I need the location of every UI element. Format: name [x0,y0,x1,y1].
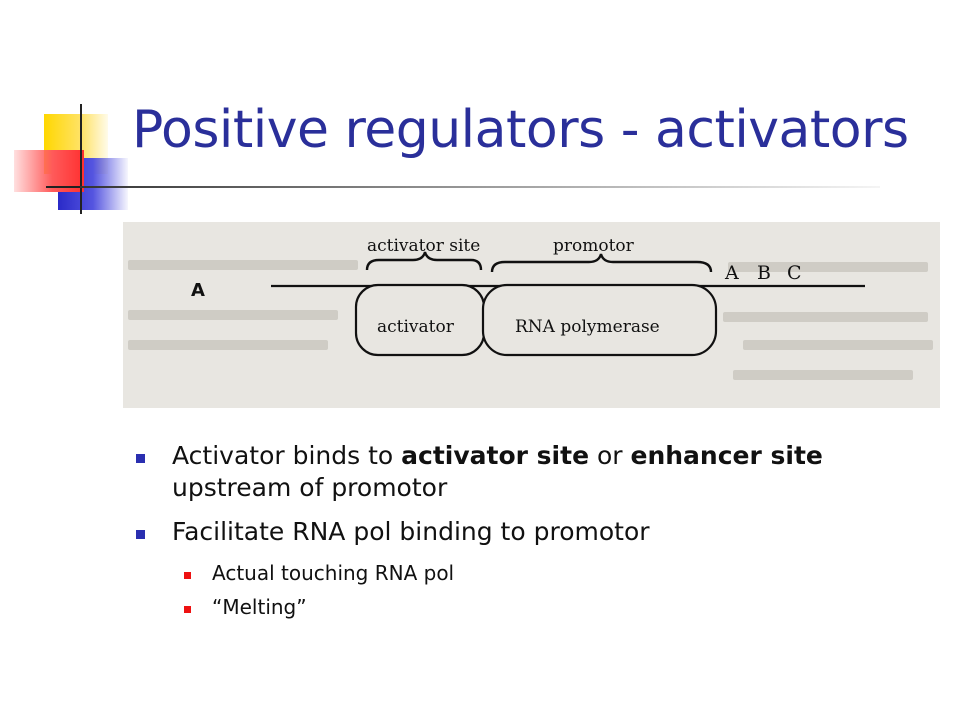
sub-bullet-text: “Melting” [212,595,307,619]
bullet-bold-term: enhancer site [630,441,823,470]
bullet-marker [136,530,145,539]
vertical-rule-decoration [80,104,82,214]
bullet-text-part: Activator binds to [172,441,402,470]
panel-label: A [191,280,205,301]
rna-polymerase-box [481,283,718,357]
sub-bullet-marker [184,572,191,579]
gene-label-b: B [757,262,771,284]
promotor-brace [490,253,713,273]
bullet-list: Activator binds to activator site or enh… [136,440,936,628]
gene-label-a: A [724,262,739,284]
activator-box-label: activator [377,317,455,337]
activator-site-label: activator site [367,236,480,256]
activator-diagram: A activator site promotor A B C activato… [123,222,940,408]
slide-corner-decoration [0,0,140,230]
rna-polymerase-box-label: RNA polymerase [515,317,660,337]
activator-site-brace [365,251,483,271]
title-underline [80,186,880,188]
sub-bullet-text: Actual touching RNA pol [212,561,455,585]
bullet-bold-term: activator site [401,441,590,470]
bullet-text: Facilitate RNA pol binding to promotor [172,517,650,546]
bullet-item: Activator binds to activator site or enh… [136,440,936,504]
bullet-item: Facilitate RNA pol binding to promotor [136,516,936,548]
bullet-text-part: or [589,441,631,470]
red-square-decoration [14,150,84,192]
bullet-text-part: upstream of promotor [172,473,448,502]
promotor-label: promotor [553,236,635,256]
gene-label-c: C [787,262,802,284]
slide-title: Positive regulators - activators [132,100,909,160]
sub-bullet-item: Actual touching RNA pol [136,560,936,586]
scan-bleed-through [128,260,933,380]
sub-bullet-item: “Melting” [136,594,936,620]
bullet-marker [136,454,145,463]
bullet-text: Activator binds to activator site or enh… [172,441,823,502]
sub-bullet-marker [184,606,191,613]
